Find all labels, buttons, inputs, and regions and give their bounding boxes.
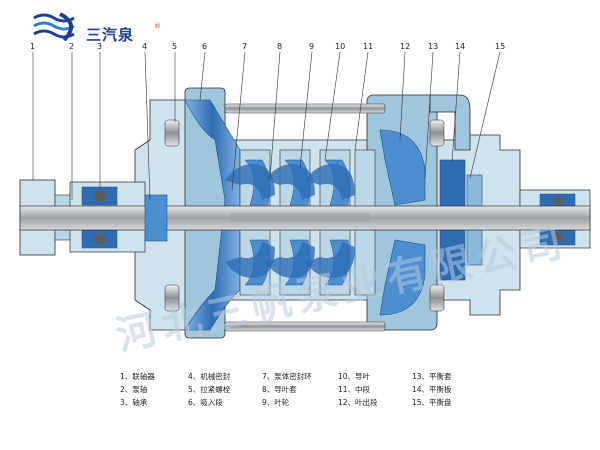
callout-12: 12 [400,42,410,51]
discharge-water-passage [379,129,426,316]
brand-wave-icon [33,12,75,42]
legend-item: 2、泵轴 [120,385,148,394]
callout-15: 15 [495,42,505,51]
legend-item: 15、平衡盘 [412,398,452,407]
legend-item: 3、轴承 [120,398,148,407]
callout-2: 2 [69,42,74,51]
parts-legend: 1、联轴器 2、泵轴 3、轴承 4、机械密封 5、拉紧螺栓 6、吸入段 7、泵体… [120,371,590,437]
callout-11: 11 [363,42,373,51]
registered-mark: ® [154,22,161,30]
legend-item: 12、叶出段 [338,398,378,407]
legend-item: 7、泵体密封环 [262,372,312,381]
legend-item: 4、机械密封 [188,372,231,381]
legend-item: 10、导叶 [338,372,371,381]
brand-name: 三汽泉 [86,26,135,44]
callout-10: 10 [335,42,345,51]
callout-leaders [32,51,501,201]
callout-4: 4 [142,42,147,51]
legend-item: 13、平衡套 [412,372,452,381]
callout-6: 6 [202,42,207,51]
tie-bolts [164,103,445,332]
legend-item: 6、吸入段 [188,398,223,407]
callout-7: 7 [242,42,247,51]
legend-item: 5、拉紧螺栓 [188,385,231,394]
brand-logo: 三汽泉 ® [30,10,161,46]
callout-1: 1 [30,42,35,51]
callout-9: 9 [309,42,314,51]
legend-item: 11、中段 [338,385,371,394]
legend-item: 14、平衡板 [412,385,452,394]
impeller-stages [225,149,376,296]
suction-water-passage [184,99,241,331]
legend-item: 8、导叶套 [262,385,297,394]
callout-13: 13 [428,42,438,51]
legend-item: 9、叶轮 [262,398,290,407]
callout-numbers: 1 2 3 4 5 6 7 8 9 10 11 12 13 14 15 [30,42,505,51]
callout-14: 14 [455,42,465,51]
mechanical-seal [144,194,168,242]
callout-3: 3 [97,42,102,51]
legend-item: 1、联轴器 [120,372,155,381]
callout-8: 8 [277,42,282,51]
callout-5: 5 [172,42,177,51]
